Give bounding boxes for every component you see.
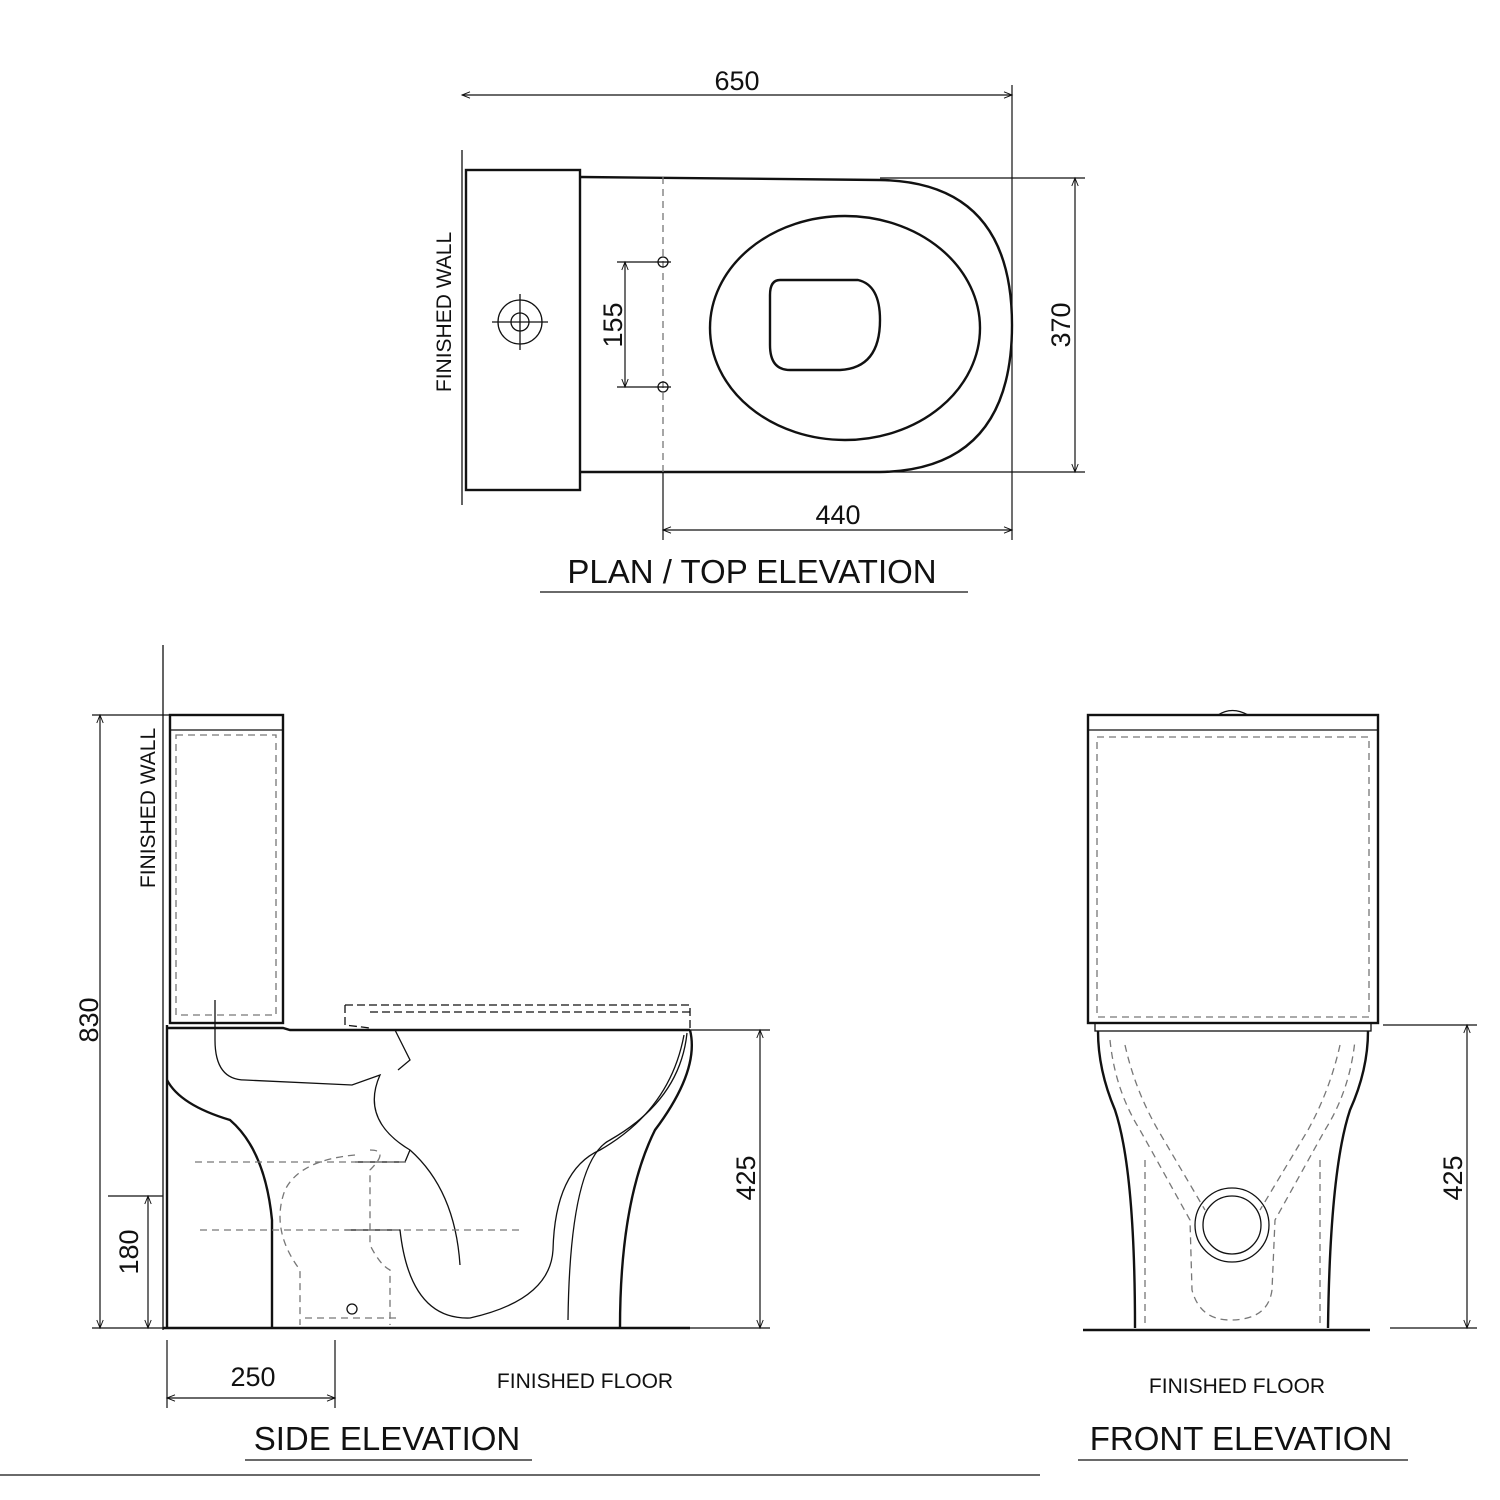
pedestal-right xyxy=(1326,1030,1370,1329)
dim-650: 650 xyxy=(714,66,759,96)
fixing-hole-icon xyxy=(655,256,671,268)
flush-button-icon xyxy=(1217,709,1249,716)
dim-425-side: 425 xyxy=(731,1155,761,1200)
side-title: SIDE ELEVATION xyxy=(254,1420,521,1457)
plan-view: 650 370 440 155 FINISHED WALL PLAN / TOP… xyxy=(433,66,1085,593)
fixing-hole-icon xyxy=(655,381,671,393)
bowl-outline-plan xyxy=(579,175,1014,474)
side-view: 830 180 425 250 FINISHED WALL FINISHED F… xyxy=(0,645,1040,1476)
dim-250: 250 xyxy=(230,1362,275,1392)
outlet-icon xyxy=(1194,1187,1270,1263)
finished-floor-label-front: FINISHED FLOOR xyxy=(1149,1375,1325,1398)
pedestal-front xyxy=(618,1029,694,1329)
dim-180: 180 xyxy=(114,1229,144,1274)
dim-370: 370 xyxy=(1046,302,1076,347)
bowl-opening xyxy=(768,278,882,372)
finished-wall-label-side: FINISHED WALL xyxy=(137,728,160,888)
pedestal-left xyxy=(1096,1030,1137,1329)
dim-425-front: 425 xyxy=(1438,1155,1468,1200)
plan-title: PLAN / TOP ELEVATION xyxy=(567,553,936,590)
cistern-plan xyxy=(464,168,582,492)
cistern-side xyxy=(168,713,285,1025)
cistern-front xyxy=(1086,713,1380,1025)
pedestal-back xyxy=(165,1079,274,1328)
seat-outline xyxy=(708,214,982,442)
dim-830: 830 xyxy=(74,997,104,1042)
flush-button-icon xyxy=(492,294,548,350)
dim-155: 155 xyxy=(598,302,628,347)
front-title: FRONT ELEVATION xyxy=(1090,1420,1393,1457)
dim-440: 440 xyxy=(815,500,860,530)
finished-wall-label: FINISHED WALL xyxy=(433,232,456,392)
finished-floor-label-side: FINISHED FLOOR xyxy=(497,1370,673,1393)
front-view: 425 FINISHED FLOOR FRONT ELEVATION xyxy=(1078,709,1477,1461)
